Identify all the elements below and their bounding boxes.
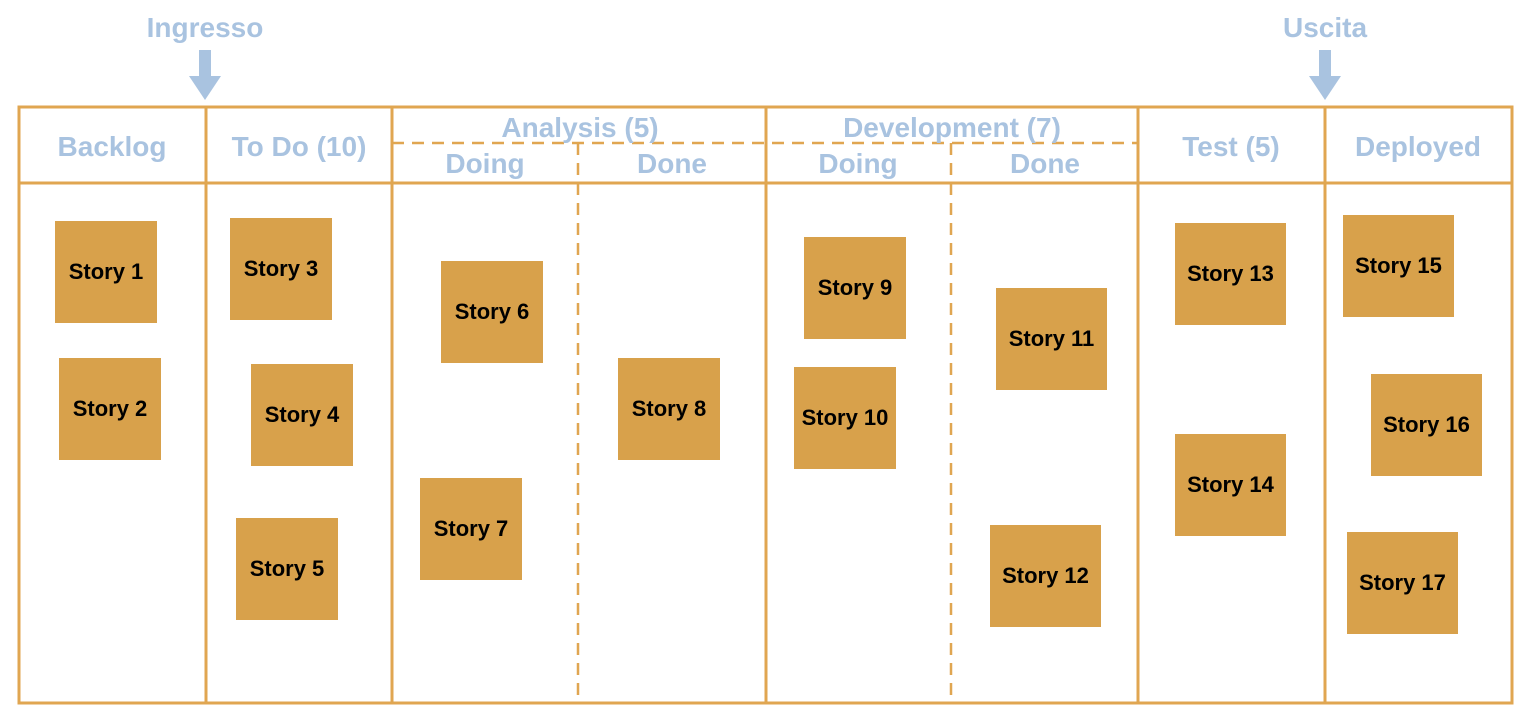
- story-card[interactable]: Story 15: [1343, 215, 1454, 317]
- header-analysis-doing: Doing: [445, 148, 525, 179]
- entry-arrow-icon: [189, 50, 221, 100]
- header-deployed: Deployed: [1354, 131, 1482, 162]
- story-card[interactable]: Story 17: [1347, 532, 1458, 634]
- header-development: Development (7): [843, 112, 1061, 143]
- story-card[interactable]: Story 13: [1175, 223, 1286, 325]
- story-card[interactable]: Story 2: [59, 358, 161, 460]
- exit-label: Uscita: [1282, 12, 1368, 43]
- header-development-done: Done: [1010, 148, 1080, 179]
- header-test: Test (5): [1182, 131, 1280, 162]
- story-card[interactable]: Story 11: [996, 288, 1107, 390]
- story-card[interactable]: Story 6: [441, 261, 543, 363]
- story-card[interactable]: Story 4: [251, 364, 353, 466]
- story-card[interactable]: Story 1: [55, 221, 157, 323]
- header-todo: To Do (10): [231, 131, 367, 162]
- story-card[interactable]: Story 16: [1371, 374, 1482, 476]
- story-card[interactable]: Story 5: [236, 518, 338, 620]
- story-card[interactable]: Story 3: [230, 218, 332, 320]
- header-development-doing: Doing: [818, 148, 898, 179]
- story-card[interactable]: Story 12: [990, 525, 1101, 627]
- header-analysis: Analysis (5): [501, 112, 659, 143]
- entry-label: Ingresso: [146, 12, 264, 43]
- story-card[interactable]: Story 7: [420, 478, 522, 580]
- header-backlog: Backlog: [57, 131, 167, 162]
- header-analysis-done: Done: [637, 148, 707, 179]
- story-card[interactable]: Story 14: [1175, 434, 1286, 536]
- exit-arrow-icon: [1309, 50, 1341, 100]
- story-card[interactable]: Story 9: [804, 237, 906, 339]
- story-card[interactable]: Story 10: [794, 367, 896, 469]
- story-card[interactable]: Story 8: [618, 358, 720, 460]
